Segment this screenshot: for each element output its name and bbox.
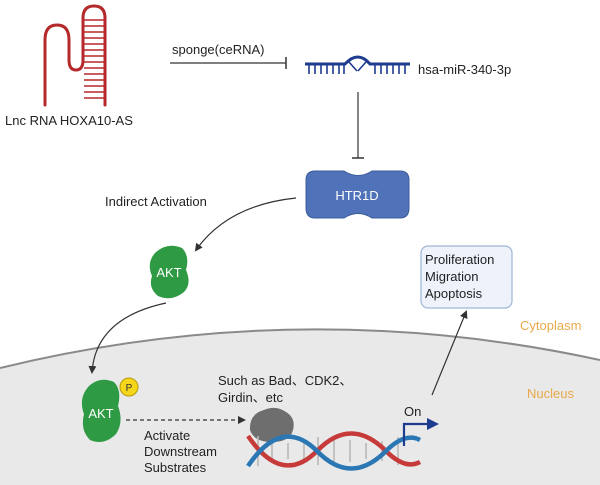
mirna-label: hsa-miR-340-3p xyxy=(418,62,511,77)
outcome-apoptosis: Apoptosis xyxy=(425,286,483,301)
nucleus-region xyxy=(0,329,600,485)
outcome-proliferation: Proliferation xyxy=(425,252,494,267)
lncrna-label: Lnc RNA HOXA10-AS xyxy=(5,113,133,128)
cytoplasm-label: Cytoplasm xyxy=(520,318,581,333)
outcome-box xyxy=(420,245,513,309)
htr1d-receptor-icon xyxy=(305,170,410,219)
substrates-label-line1: Such as Bad、CDK2、 xyxy=(218,373,352,388)
mirna-duplex-icon xyxy=(305,55,410,74)
nuclear-membrane xyxy=(0,328,600,369)
phospho-label: P xyxy=(126,383,133,394)
dna-helix-icon xyxy=(246,431,422,471)
indirect-activation-arrow xyxy=(194,197,297,252)
substrates-label-line2: Girdin、etc xyxy=(218,390,284,405)
htr1d-label: HTR1D xyxy=(335,188,378,203)
akt-protein-icon xyxy=(149,245,189,299)
phosphate-badge-icon xyxy=(119,377,139,397)
on-label: On xyxy=(404,404,421,419)
akt-label: AKT xyxy=(156,265,181,280)
nucleus-label: Nucleus xyxy=(527,386,574,401)
substrate-protein-icon xyxy=(249,407,294,442)
sponge-label: sponge(ceRNA) xyxy=(172,42,265,57)
akt-phospho-protein-icon xyxy=(81,379,121,442)
activate-label-line1: Activate xyxy=(144,428,190,443)
indirect-activation-label: Indirect Activation xyxy=(105,194,207,209)
transcription-on-arrow xyxy=(402,418,439,446)
akt-phospho-label: AKT xyxy=(88,406,113,421)
lncrna-hairpin-icon xyxy=(43,4,107,107)
outcome-arrow xyxy=(431,310,468,396)
akt-translocation-arrow xyxy=(88,302,167,374)
activate-label-line2: Downstream xyxy=(144,444,217,459)
activate-label-line3: Substrates xyxy=(144,460,207,475)
outcome-migration: Migration xyxy=(425,269,478,284)
